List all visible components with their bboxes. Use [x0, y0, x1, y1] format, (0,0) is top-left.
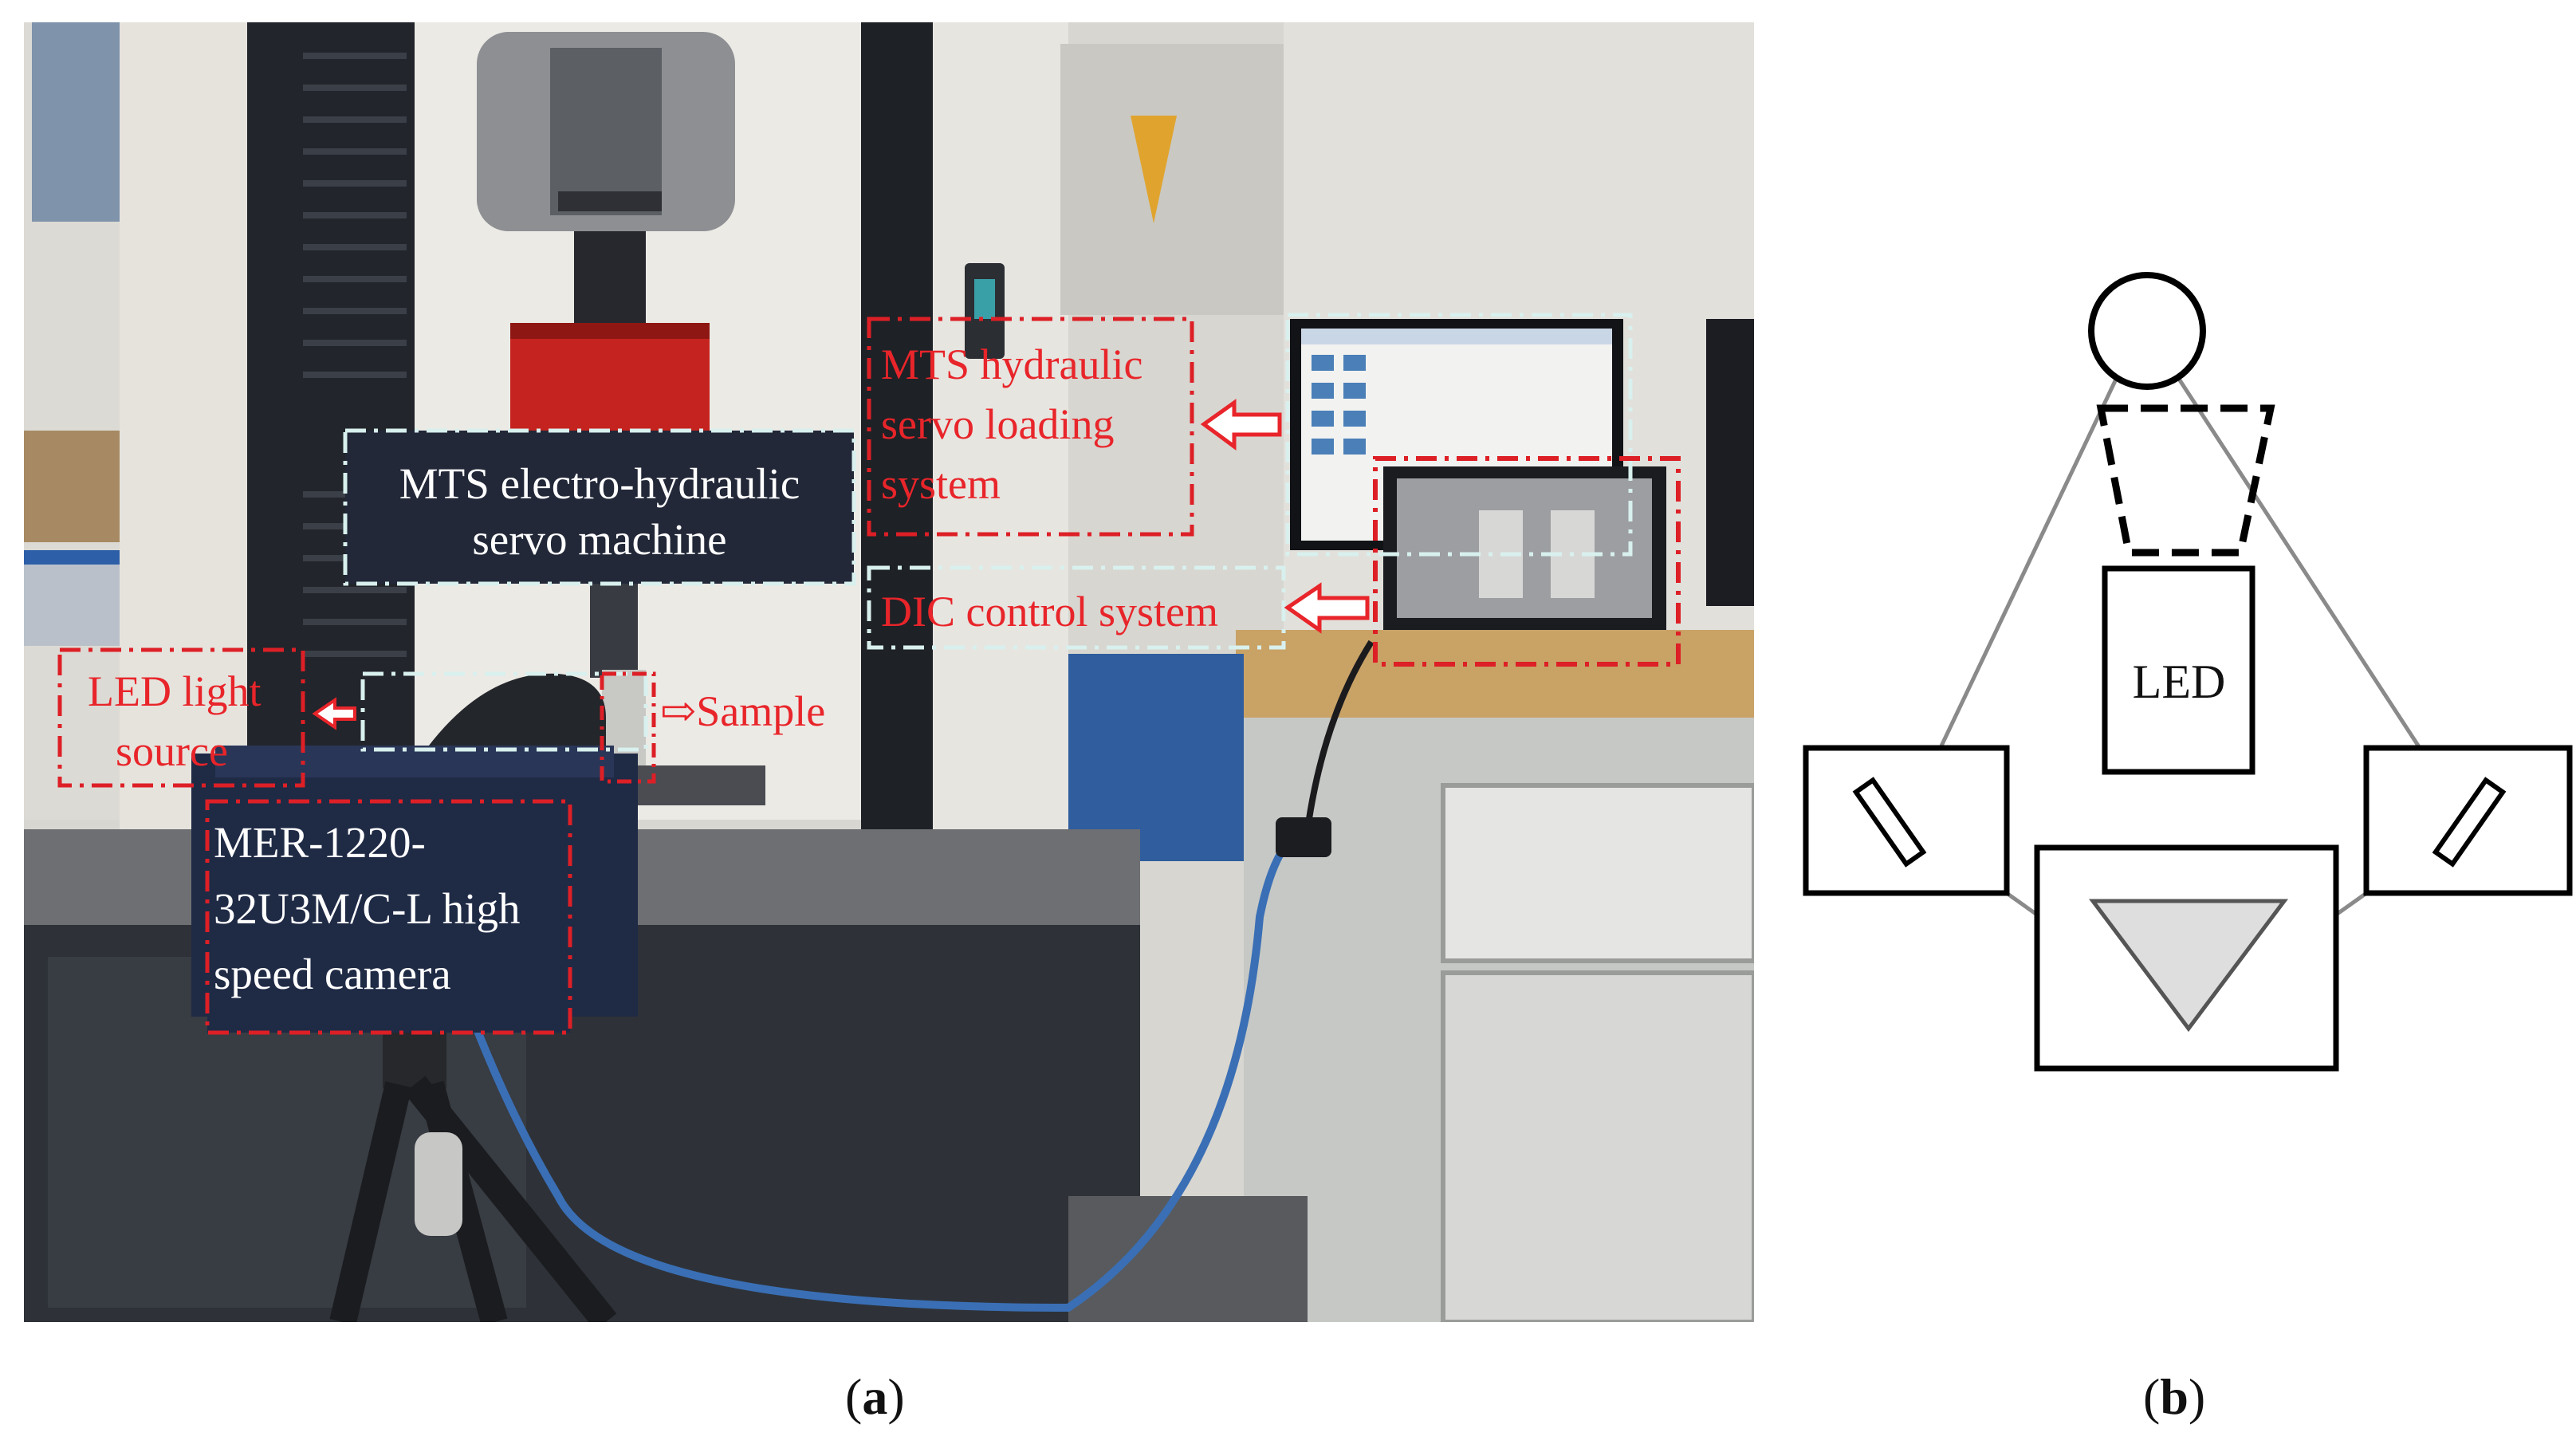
laptop-region	[1373, 456, 1681, 667]
grip-chain	[558, 191, 662, 211]
caption-a-close: )	[887, 1368, 905, 1425]
actuator-neck	[574, 231, 646, 335]
electrical-cabinet	[1060, 44, 1284, 315]
monitor-toolbar	[1301, 329, 1612, 344]
floor	[1068, 1196, 1308, 1322]
desk-drawer	[1441, 783, 1754, 963]
caption-a: (a)	[845, 1367, 905, 1426]
led-box	[2102, 565, 2255, 775]
annotation-machine: MTS electro-hydraulic servo machine	[343, 428, 856, 586]
caption-b-open: (	[2143, 1368, 2161, 1425]
annotation-camera-line3: speed camera	[214, 950, 451, 998]
sample-region	[360, 671, 648, 752]
caption-a-open: (	[845, 1368, 863, 1425]
laptop-display	[1397, 478, 1652, 618]
usb-hub	[1276, 817, 1331, 857]
loading-arrow-icon	[1200, 399, 1282, 451]
annotation-led-line1: LED light	[88, 667, 261, 715]
louvers	[303, 53, 407, 657]
annotation-loading-line3: system	[881, 460, 1001, 508]
camera-box	[2034, 844, 2339, 1072]
annotation-led-line2: source	[116, 727, 228, 775]
pendant-screen	[974, 279, 995, 319]
annotation-machine-line2: servo machine	[472, 515, 726, 564]
left-mirror-box	[1803, 745, 2010, 896]
annotation-dic: DIC control system	[867, 565, 1370, 650]
dic-arrow-icon	[1284, 582, 1370, 634]
lower-grip	[590, 574, 638, 678]
annotation-loading-line1: MTS hydraulic	[881, 340, 1142, 388]
pillar-left	[120, 22, 247, 868]
machine-column-right	[861, 22, 933, 915]
annotation-loading-line2: servo loading	[881, 400, 1114, 448]
side-desk-blue	[1068, 654, 1244, 861]
caption-b-letter: b	[2160, 1368, 2189, 1425]
tripod-handle	[415, 1132, 462, 1236]
annotation-camera-line1: MER-1220-	[214, 818, 426, 867]
left-mirror-icon	[1852, 777, 1927, 868]
led-arrow-icon	[312, 697, 356, 730]
sample-circle	[2088, 272, 2206, 390]
side-cabinet-top	[24, 550, 144, 565]
desk-door	[1441, 970, 1754, 1322]
annotation-sample: ⇨Sample	[660, 687, 825, 735]
annotation-led: LED light source	[57, 647, 356, 788]
right-mirror-icon	[2432, 777, 2507, 868]
annotation-machine-line1: MTS electro-hydraulic	[399, 459, 800, 508]
caption-a-letter: a	[862, 1368, 888, 1425]
monitor-icons	[1312, 355, 1366, 455]
monitor-region	[1285, 313, 1633, 557]
annotation-camera-line2: 32U3M/C-L high	[214, 884, 521, 933]
poster	[32, 22, 120, 222]
desk-top	[1236, 630, 1754, 718]
pc-tower	[1706, 319, 1754, 606]
annotation-dic-text: DIC control system	[881, 588, 1218, 636]
caption-b: (b)	[2143, 1367, 2205, 1426]
actuator-ring	[510, 323, 710, 339]
annotation-loading: MTS hydraulic servo loading system	[867, 317, 1282, 537]
prism-icon	[2089, 899, 2288, 1033]
camera-ring-light	[415, 673, 606, 765]
caption-b-close: )	[2188, 1368, 2206, 1425]
annotation-camera: MER-1220- 32U3M/C-L high speed camera	[205, 799, 572, 1035]
usb-cable	[466, 825, 1309, 1312]
warning-sign	[1131, 116, 1177, 223]
usb-cable-2	[1304, 639, 1375, 830]
led-label: LED	[2133, 655, 2226, 708]
grip	[550, 48, 662, 215]
sample-outline	[600, 671, 656, 784]
